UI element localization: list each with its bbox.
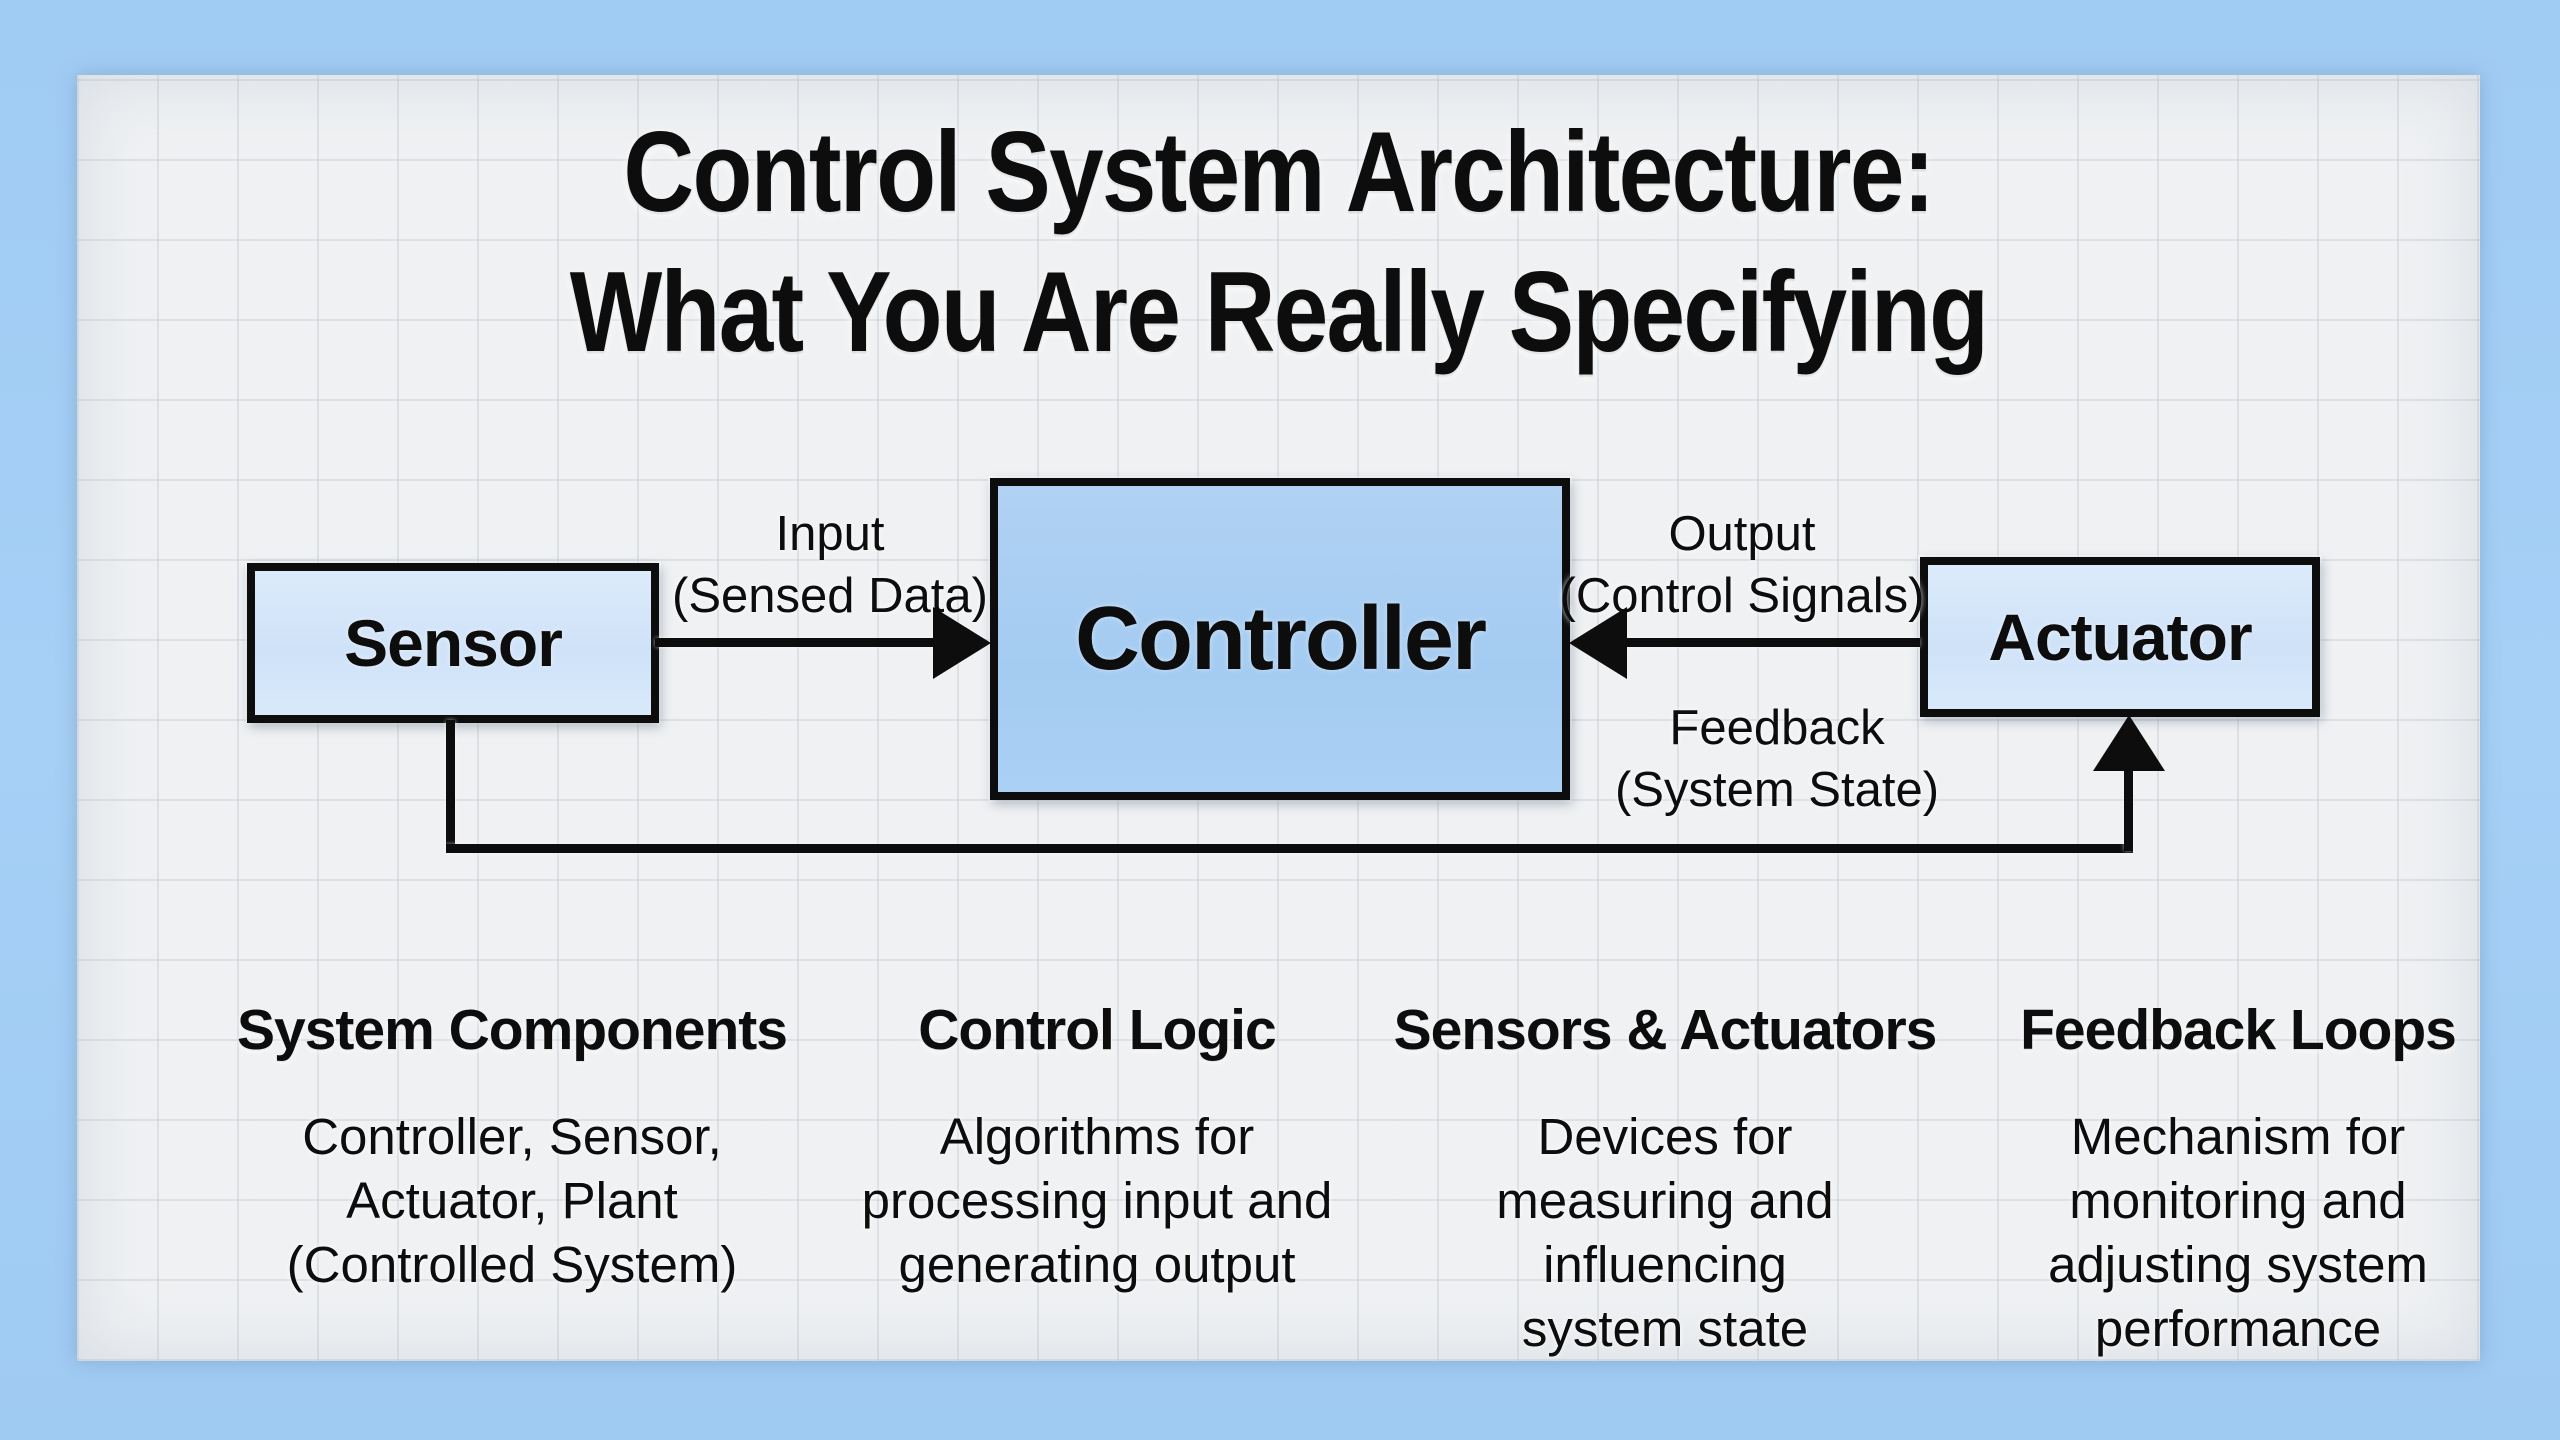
title-line-2: What You Are Really Specifying — [569, 249, 1989, 376]
column-heading: Feedback Loops — [2020, 998, 2457, 1062]
feedback-arrowhead-icon — [2093, 715, 2165, 771]
page-title: Control System Architecture: What You Ar… — [77, 103, 2480, 383]
controller-box: Controller — [990, 478, 1570, 800]
column-sensors-actuators: Sensors & Actuators Devices for measurin… — [1365, 995, 1965, 1361]
column-feedback-loops: Feedback Loops Mechanism for monitoring … — [1948, 995, 2528, 1361]
column-body: Algorithms for processing input and gene… — [861, 1108, 1333, 1293]
column-body: Devices for measuring and influencing sy… — [1496, 1108, 1834, 1357]
feedback-line-horizontal — [446, 844, 2133, 853]
input-edge-label: Input (Sensed Data) — [672, 507, 988, 623]
column-body: Mechanism for monitoring and adjusting s… — [2048, 1108, 2428, 1357]
column-system-components: System Components Controller, Sensor, Ac… — [182, 995, 842, 1297]
actuator-box: Actuator — [1920, 557, 2320, 717]
feedback-line-vertical-left — [446, 720, 455, 853]
feedback-edge-label: Feedback (System State) — [1614, 701, 1940, 817]
actuator-box-label: Actuator — [1988, 600, 2252, 674]
controller-box-label: Controller — [1074, 588, 1487, 689]
column-heading: System Components — [237, 998, 788, 1062]
column-control-logic: Control Logic Algorithms for processing … — [817, 995, 1377, 1297]
title-line-1: Control System Architecture: — [623, 109, 1935, 236]
sensor-box: Sensor — [247, 563, 659, 723]
feedback-line-vertical-right — [2124, 767, 2133, 851]
input-arrow-line — [655, 638, 947, 647]
diagram-canvas: Control System Architecture: What You Ar… — [77, 75, 2480, 1361]
sensor-box-label: Sensor — [344, 606, 563, 680]
output-arrow-line — [1627, 638, 1920, 647]
column-body: Controller, Sensor, Actuator, Plant (Con… — [286, 1108, 738, 1293]
output-arrowhead-icon — [1569, 607, 1627, 679]
input-arrowhead-icon — [933, 607, 991, 679]
column-heading: Sensors & Actuators — [1393, 998, 1938, 1062]
column-heading: Control Logic — [918, 998, 1276, 1062]
